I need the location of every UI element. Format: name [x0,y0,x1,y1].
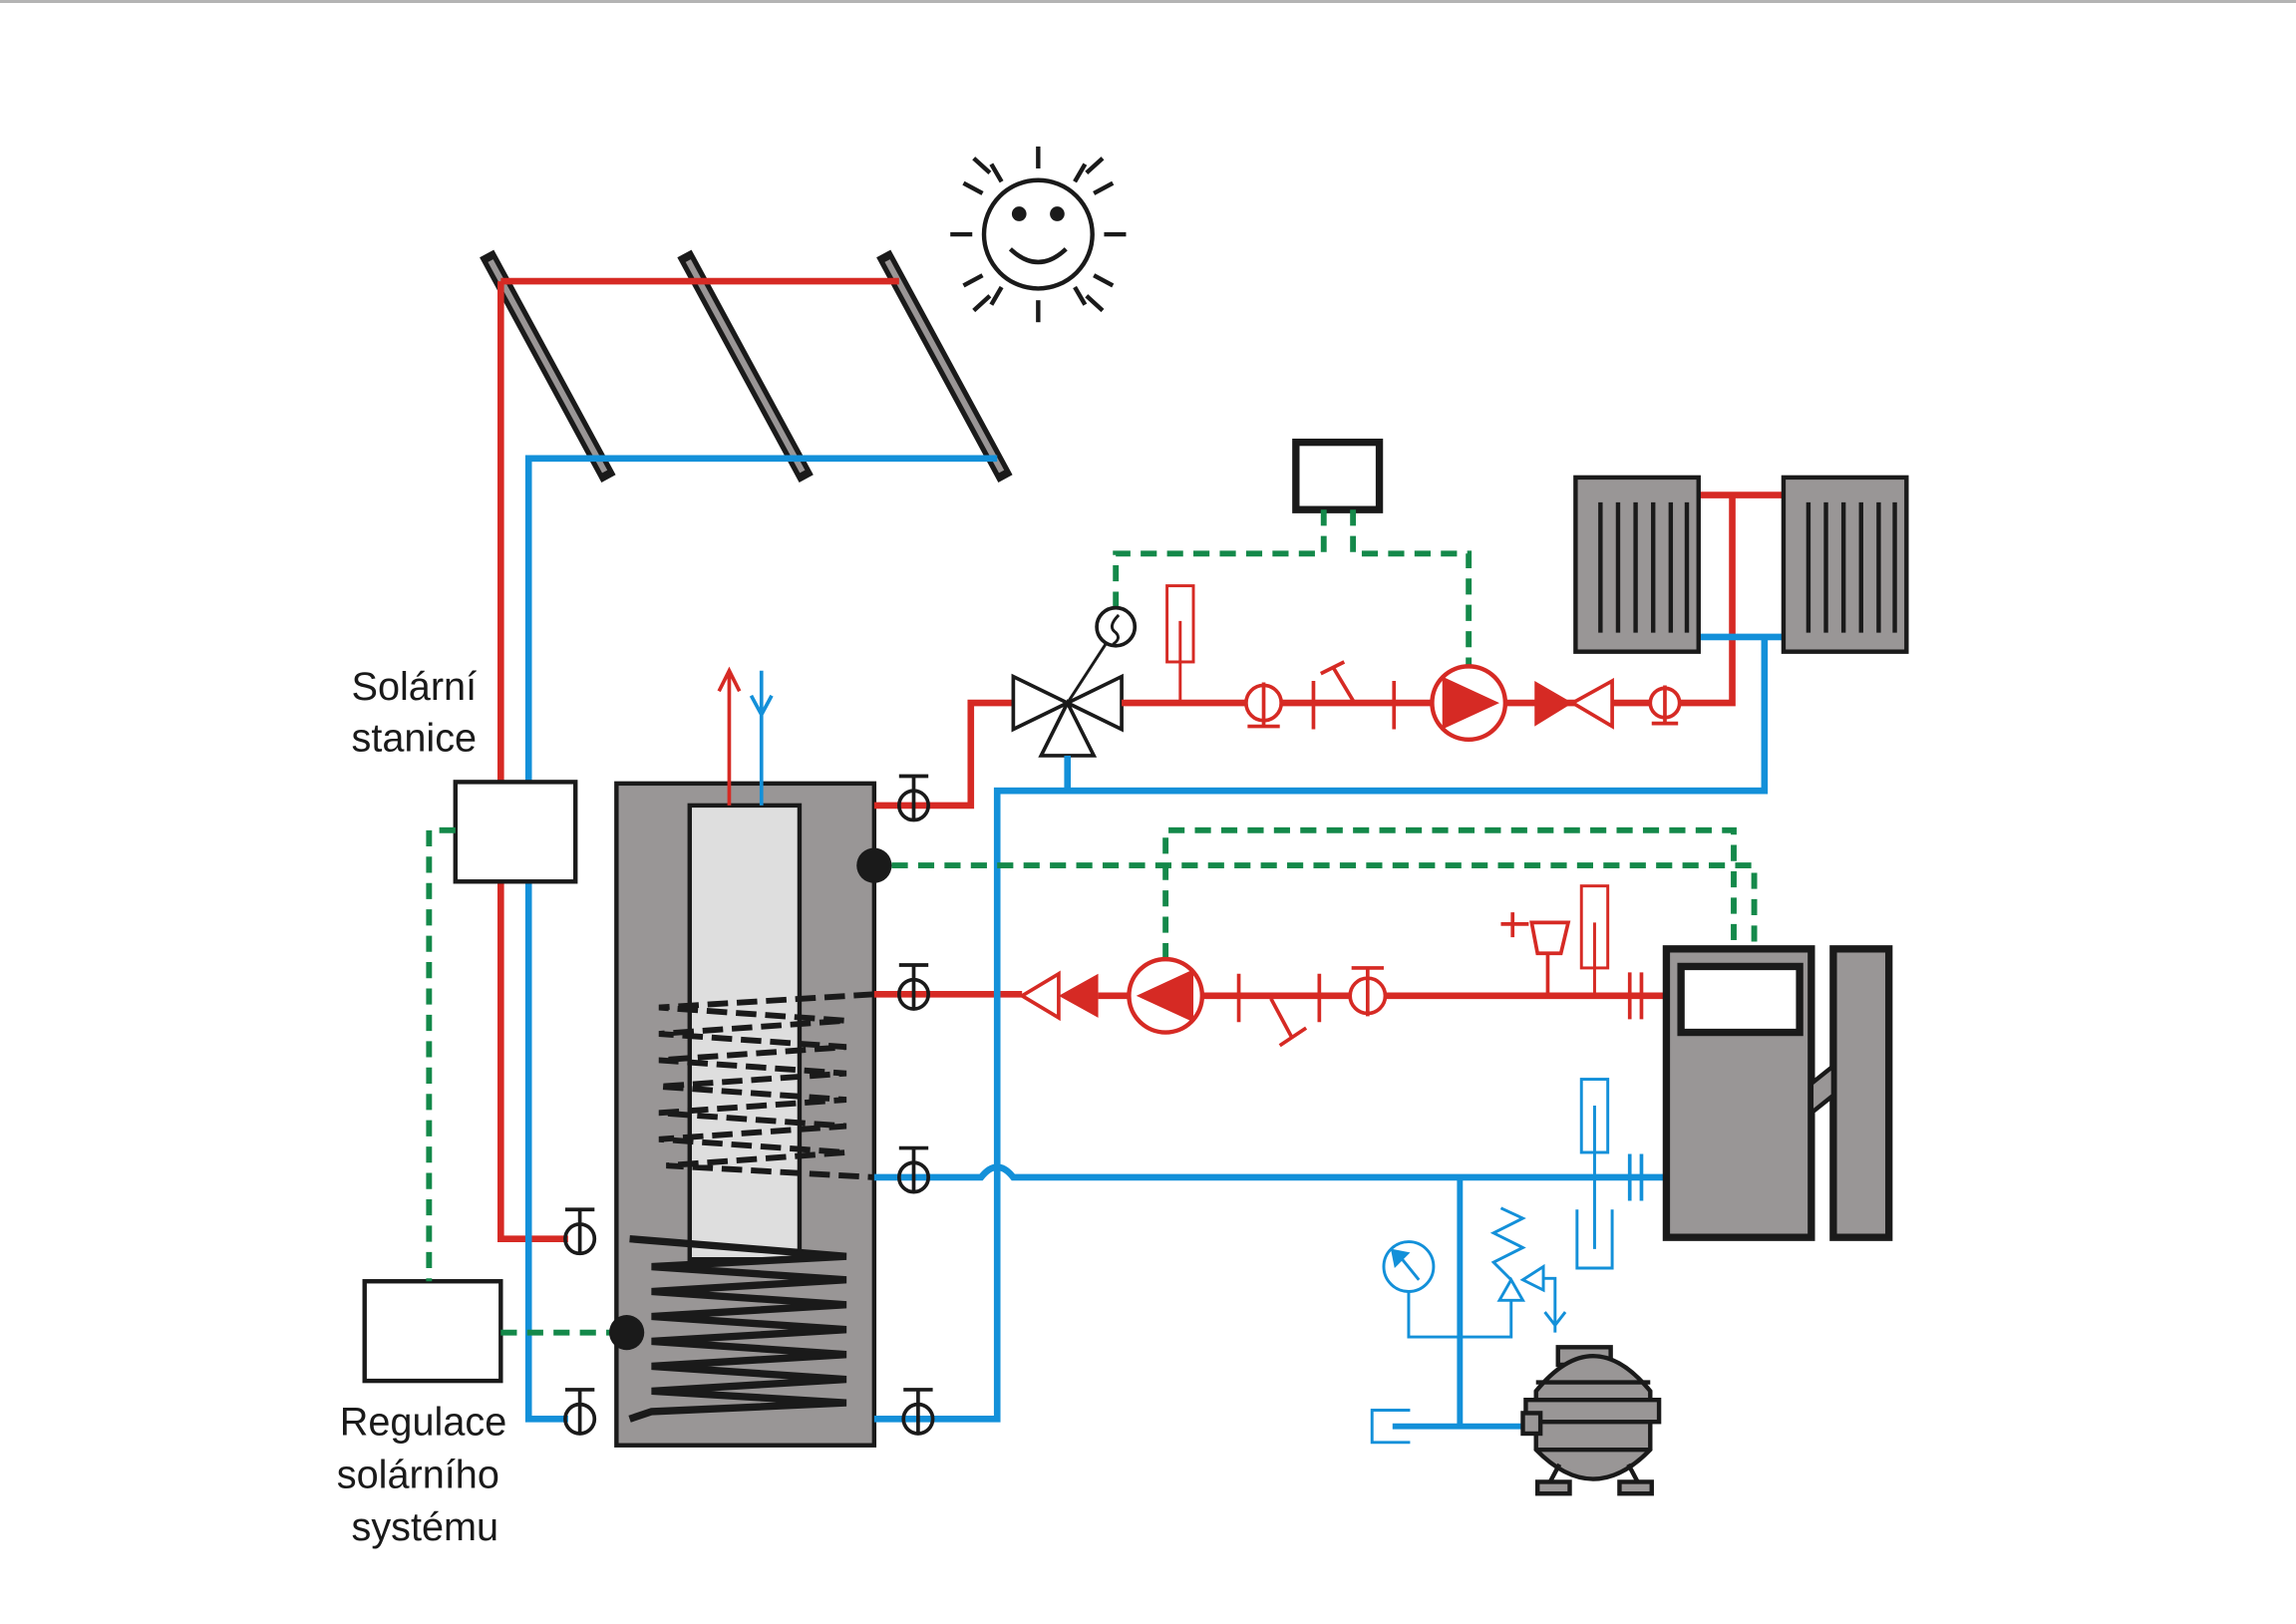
solar-collector-1 [480,249,616,483]
boiler [1662,945,1893,1241]
balancing-valve-return[interactable] [1648,685,1682,726]
radiator-1 [1573,475,1701,654]
solar-regulation-label-1: Regulace [340,1400,506,1444]
mixing-valve-3way[interactable] [1011,605,1138,758]
solar-station-label-2: stanice [352,717,478,761]
solar-station-label: Solární [352,665,478,709]
signal-line-solar [426,826,456,1282]
balancing-valve-boiler[interactable] [1348,966,1388,1017]
shutoff-valve-heating-supply[interactable] [896,774,931,822]
radiator-2 [1781,475,1909,654]
solar-collector-3 [876,249,1013,483]
storage-tank [614,666,877,1448]
solar-collector-2 [677,249,814,483]
heating-controller-box [1292,438,1384,513]
shutoff-valve-solar-hot[interactable] [563,1207,597,1256]
check-valve-boiler [1018,970,1099,1022]
signal-line-heating-pump [1350,509,1473,671]
solar-station-box [453,780,578,884]
top-border [0,0,2296,3]
shutoff-valve-boiler-supply[interactable] [896,963,931,1011]
boiler-pump[interactable] [1127,956,1205,1035]
filter-boiler [1236,973,1322,1048]
expansion-vessel [1520,1345,1662,1496]
shutoff-valve-heating-return[interactable] [901,1388,935,1436]
air-vent-boiler [1500,912,1571,996]
solar-regulation-label-3: systému [352,1505,499,1549]
solar-controller-box [362,1279,503,1384]
thermometer-boiler [1579,884,1610,996]
filter-heating [1311,660,1397,730]
heating-pump[interactable] [1430,664,1508,742]
pressure-gauge [1382,1240,1513,1339]
balancing-valve-heating[interactable] [1244,682,1283,729]
safety-valve [1489,1206,1567,1333]
shutoff-valve-solar-cold[interactable] [563,1388,597,1436]
check-valve-heating [1534,677,1614,730]
tank-sensor-lower [609,1315,645,1351]
collector-cold-pipe [524,455,998,1423]
collector-hot-pipe [497,277,899,1242]
thermometer-boiler-return [1575,1078,1614,1270]
sun-icon [950,146,1127,323]
signal-line-mixing-valve [1113,509,1327,608]
thermometer-heating [1165,584,1195,704]
signal-line-tank-boiler [891,862,1758,949]
shutoff-valve-boiler-return[interactable] [896,1145,931,1194]
signal-line-boiler-pump [1162,826,1737,960]
tank-sensor-upper [856,847,892,883]
solar-regulation-label-2: solárního [337,1453,499,1496]
